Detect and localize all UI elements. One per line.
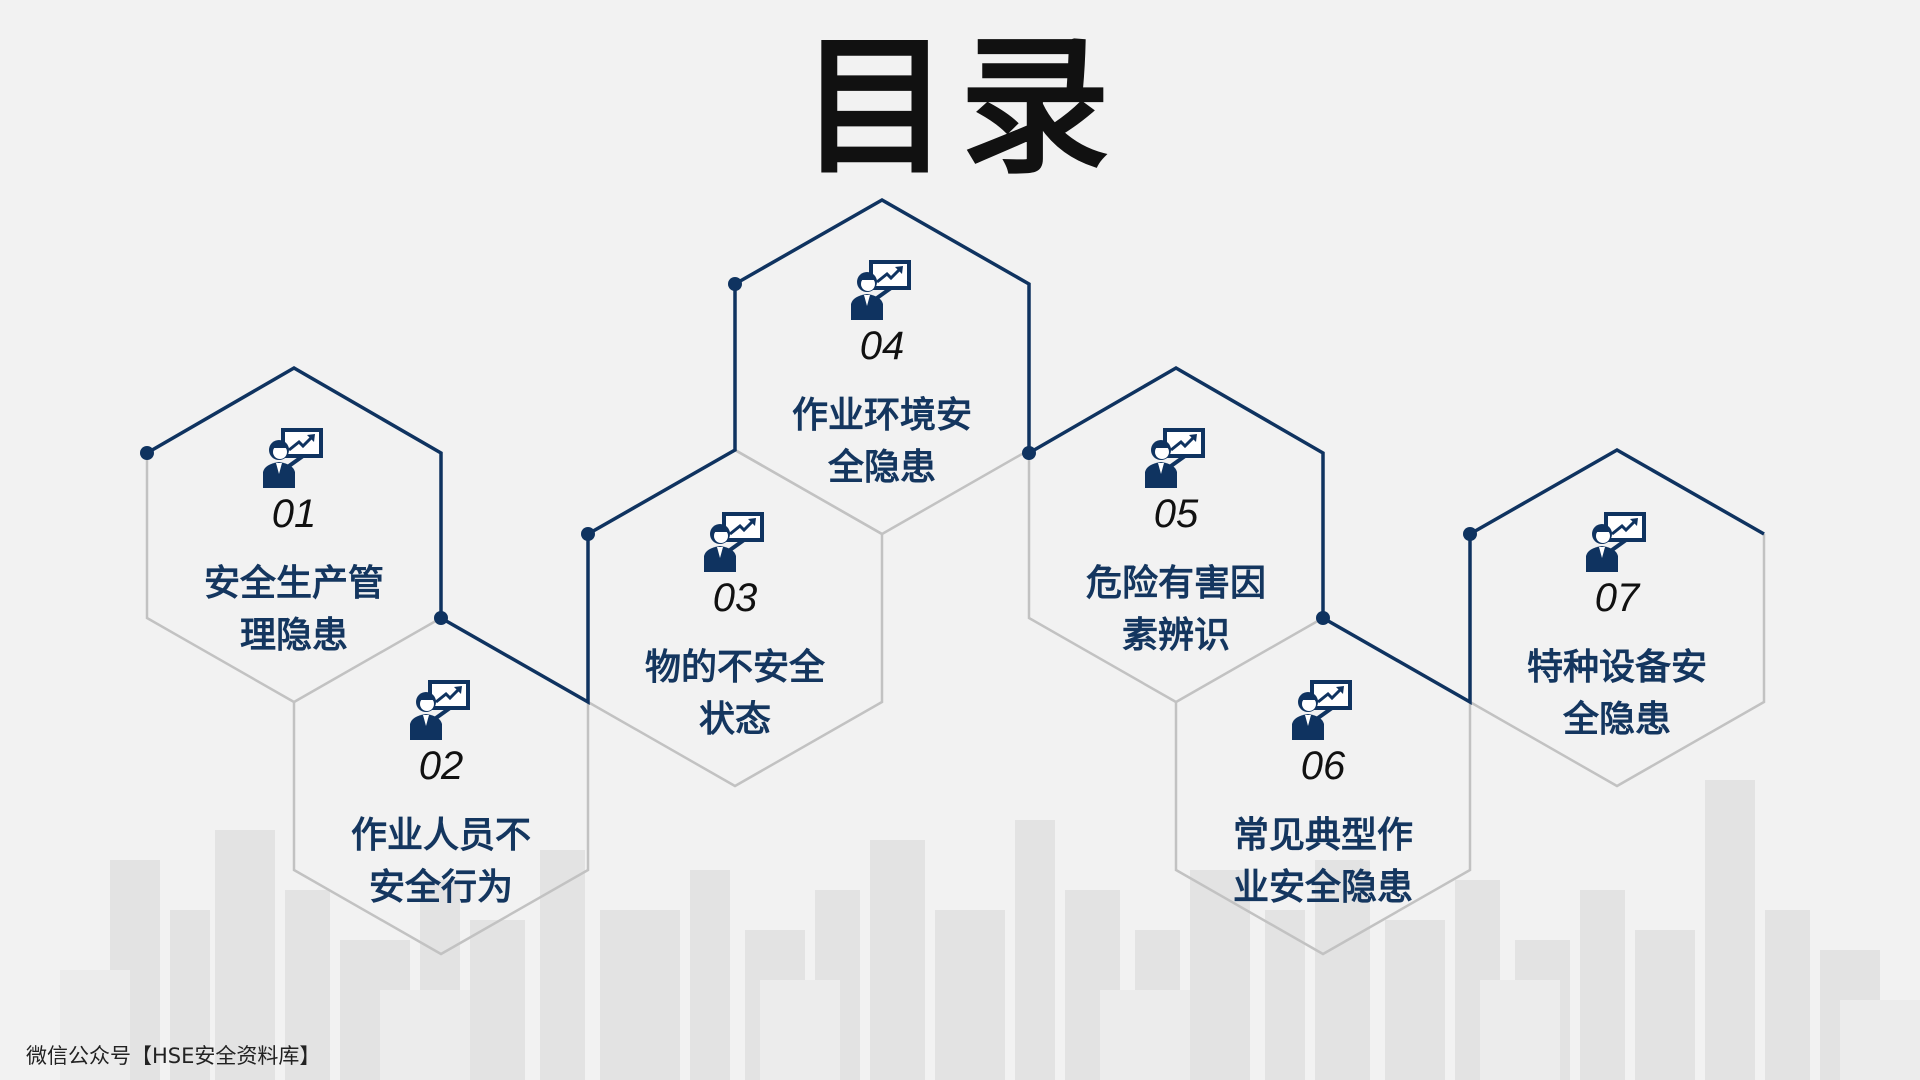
hex-06-outline	[1174, 702, 1472, 956]
connector-dot	[1316, 611, 1330, 625]
navy-connector-path	[146, 197, 1765, 706]
connector-dot	[434, 611, 448, 625]
item-label: 特种设备安全隐患	[1526, 647, 1707, 740]
connector-dot	[140, 446, 154, 460]
item-label: 危险有害因素辨识	[1085, 563, 1266, 656]
hex-02-outline	[292, 702, 590, 956]
footer-watermark-text: 微信公众号【HSE安全资料库】	[26, 1044, 321, 1068]
item-number: 04	[859, 324, 905, 368]
presenter-board-icon	[1584, 510, 1648, 574]
presenter-board-icon	[1290, 678, 1354, 742]
connector-dot	[728, 277, 742, 291]
hex-05-outline	[1027, 453, 1324, 704]
hex-07-outline	[1469, 534, 1766, 788]
item-label: 作业环境安全隐患	[791, 395, 972, 488]
toc-item-06[interactable]: 06 常见典型作业安全隐患	[1193, 678, 1453, 914]
connector-dot	[581, 527, 595, 541]
hex-01-outline	[145, 453, 442, 704]
city-skyline-background	[60, 780, 1920, 1080]
toc-item-05[interactable]: 05 危险有害因素辨识	[1046, 426, 1306, 662]
presenter-board-icon	[408, 678, 472, 742]
toc-item-01[interactable]: 01 安全生产管理隐患	[164, 426, 424, 662]
item-number: 07	[1594, 576, 1640, 620]
presenter-board-icon	[702, 510, 766, 574]
page-title: 目录	[799, 21, 1120, 195]
item-label: 常见典型作业安全隐患	[1232, 815, 1413, 908]
connector-dot	[1463, 527, 1477, 541]
toc-item-07[interactable]: 07 特种设备安全隐患	[1487, 510, 1747, 746]
presenter-board-icon	[261, 426, 325, 490]
item-label: 物的不安全状态	[644, 647, 825, 740]
connector-dot	[1022, 446, 1036, 460]
toc-item-04[interactable]: 04 作业环境安全隐患	[752, 258, 1012, 494]
presenter-board-icon	[849, 258, 913, 322]
item-number: 01	[271, 492, 317, 536]
item-number: 03	[712, 576, 758, 620]
item-number: 06	[1300, 744, 1346, 788]
toc-item-02[interactable]: 02 作业人员不安全行为	[311, 678, 571, 914]
item-label: 作业人员不安全行为	[350, 815, 531, 908]
presenter-board-icon	[1143, 426, 1207, 490]
item-number: 05	[1153, 492, 1199, 536]
item-number: 02	[418, 744, 464, 788]
hex-04-outline	[734, 448, 1030, 536]
item-label: 安全生产管理隐患	[203, 563, 384, 656]
toc-item-03[interactable]: 03 物的不安全状态	[605, 510, 865, 746]
